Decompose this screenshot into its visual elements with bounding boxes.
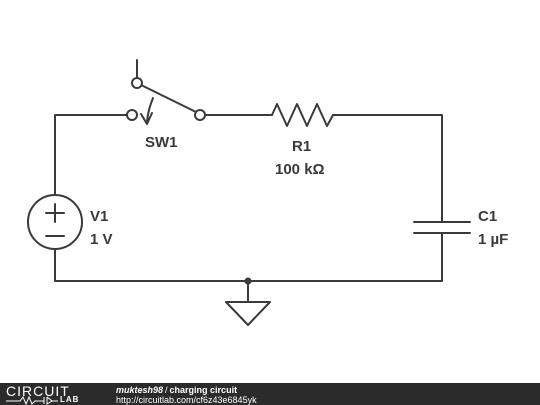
switch-label: SW1 — [145, 134, 178, 151]
wire-left-top — [54, 114, 128, 196]
ground-icon — [225, 301, 271, 326]
resistor-symbol — [271, 103, 334, 127]
source-name: V1 — [90, 208, 108, 225]
circuit-title: charging circuit — [169, 385, 238, 395]
footer-meta: muktesh98/charging circuit http://circui… — [116, 385, 257, 405]
capacitor-value: 1 µF — [478, 231, 508, 248]
wire-capacitor-bottom — [54, 232, 443, 282]
breadcrumb-separator: / — [165, 385, 168, 395]
capacitor-name: C1 — [478, 208, 497, 225]
ground-junction — [244, 277, 252, 285]
plus-icon — [45, 203, 65, 223]
resistor-name: R1 — [292, 138, 311, 155]
switch-lever — [136, 82, 197, 113]
voltage-source-symbol — [27, 194, 83, 250]
circuitlab-logo: CIRCUIT LAB — [6, 383, 78, 405]
switch-arrow-head-icon — [140, 112, 153, 125]
resistor-value: 100 kΩ — [275, 161, 325, 178]
logo-resistor-icon — [6, 396, 58, 405]
circuit-url-link[interactable]: http://circuitlab.com/cf6z43e6845yk — [116, 395, 257, 405]
wire-resistor-capacitor — [332, 114, 443, 223]
source-value: 1 V — [90, 231, 113, 248]
logo-circuit-text: CIRCUIT — [6, 383, 70, 399]
switch-pivot — [131, 77, 143, 89]
footer-bar: CIRCUIT LAB muktesh98/charging circuit h… — [0, 383, 540, 405]
logo-lab-text: LAB — [60, 395, 80, 404]
switch-terminal-left — [126, 109, 138, 121]
author-link[interactable]: muktesh98 — [116, 385, 164, 395]
switch-arrow-icon — [146, 97, 154, 123]
